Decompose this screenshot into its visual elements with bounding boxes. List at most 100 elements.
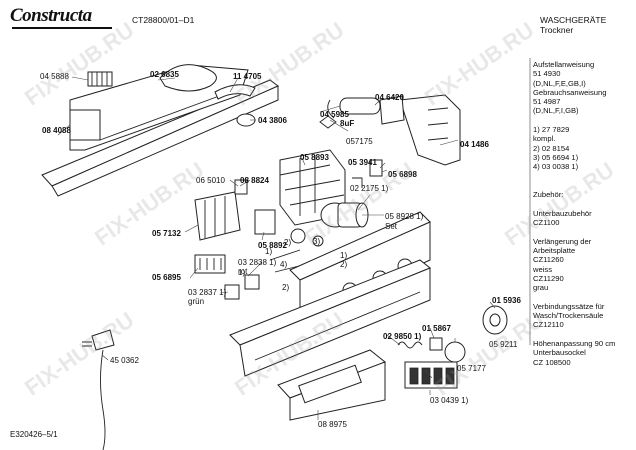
part-label: 02 9850 1) xyxy=(383,332,422,341)
part-label: 04 5888 xyxy=(40,72,69,81)
part-label: 057175 xyxy=(346,137,373,146)
side-panel-line: CZ11290 xyxy=(533,273,564,283)
side-panel-line: Aufstellanweisung xyxy=(533,60,595,69)
part-label: grün xyxy=(188,297,205,306)
side-panel-line: Verlängerung der xyxy=(533,236,592,246)
leader-lines xyxy=(57,76,496,420)
part-label: 04 1486 xyxy=(460,140,489,149)
side-panel-line: Zubehör: xyxy=(533,190,564,200)
part-label: 01 5936 xyxy=(492,296,521,305)
part-label: 03 0439 1) xyxy=(430,396,469,405)
part-label: 3) xyxy=(313,237,321,246)
category-title: WASCHGERÄTE xyxy=(540,15,607,25)
timer-knob-part xyxy=(320,202,369,228)
side-panel-line: 3) 05 6694 1) xyxy=(533,152,579,162)
part-label: 04 5985 xyxy=(320,110,349,119)
part-label: 4) xyxy=(280,260,288,269)
side-panel-line: 1) 27 7829 xyxy=(533,125,570,135)
part-label: 05 8928 1) xyxy=(385,212,424,221)
side-panel-line xyxy=(533,330,615,339)
part-label: 1) xyxy=(265,247,273,256)
part-label: 1) xyxy=(238,268,246,277)
knob-spring-part xyxy=(312,235,324,247)
part-label: 08 8975 xyxy=(318,420,347,429)
part-label: 2) xyxy=(284,238,292,247)
side-panel-line: 51 4930 xyxy=(533,69,561,79)
part-label: 8uF xyxy=(340,119,355,128)
side-panel-line: Arbeitsplatte xyxy=(533,245,576,255)
part-label: 05 7132 xyxy=(152,229,181,238)
side-panel-line: CZ 108500 xyxy=(533,357,571,367)
drawer-handle-part xyxy=(277,349,386,421)
part-label: Set xyxy=(385,222,398,231)
part-label: 05 6898 xyxy=(388,170,417,179)
brand-logo: Constructa xyxy=(10,5,92,26)
side-panel-line: grau xyxy=(533,283,549,293)
button-part xyxy=(429,337,443,351)
part-label: rot xyxy=(238,267,248,276)
switch-small-part xyxy=(234,179,276,235)
model-number: CT28800/01–D1 xyxy=(132,15,195,25)
part-label: 2) xyxy=(340,260,348,269)
part-label: 11 4705 xyxy=(233,72,262,81)
side-panel-line: weiss xyxy=(533,264,552,274)
part-label: 04 6420 xyxy=(375,93,404,102)
switch-block-part xyxy=(194,191,241,241)
side-panel-line: Höhenanpassung 90 cm xyxy=(533,338,616,348)
side-panel-line: CZ12110 xyxy=(533,320,564,330)
control-fascia-part xyxy=(229,259,431,377)
side-panel-line: 2) 02 8154 xyxy=(533,143,570,153)
indicator-lamp-part xyxy=(224,274,260,300)
dial-knob-part xyxy=(482,305,508,335)
side-panel-line: Unterbausockel xyxy=(533,348,586,358)
side-panel-line: (D,NL,F,I,GB) xyxy=(533,106,579,116)
part-label: 02 6835 xyxy=(150,70,179,79)
part-label: 05 8893 xyxy=(300,153,329,162)
holder-part xyxy=(352,177,363,188)
part-label: 06 5010 xyxy=(196,176,225,185)
category-subtitle: Trockner xyxy=(540,25,574,35)
side-panel-line: 51 4987 xyxy=(533,97,561,107)
hose-clip-part xyxy=(214,84,256,100)
part-label: 05 7177 xyxy=(457,364,486,373)
part-label: 05 8892 xyxy=(258,241,287,250)
side-panel-line: CZ11260 xyxy=(533,255,564,265)
relay-part xyxy=(369,159,383,177)
side-panel-line: Gebrauchsanweisung xyxy=(533,87,607,97)
power-cord-part xyxy=(82,329,115,450)
side-panel-line: (D,NL,F,E,GB,I) xyxy=(533,78,586,88)
connector-block-part xyxy=(87,71,113,87)
knob-shaft-part xyxy=(290,228,306,244)
bracket-part xyxy=(379,94,461,166)
part-label: 2) xyxy=(282,283,290,292)
side-panel-line: kompl. xyxy=(533,134,556,144)
part-label: 03 2838 1) xyxy=(238,258,277,267)
side-panel-line: 4) 03 0038 1) xyxy=(533,162,579,172)
clip-part xyxy=(319,115,337,129)
side-panel-line: Unterbauzubehör xyxy=(533,208,592,218)
part-label: 08 8824 xyxy=(240,176,269,185)
drawing-reference: E320426–5/1 xyxy=(10,430,58,439)
part-label: 1) xyxy=(340,251,348,260)
part-label: 03 2837 1) xyxy=(188,288,227,297)
hose-part xyxy=(159,64,217,92)
part-label: 05 3941 xyxy=(348,158,377,167)
spring-part xyxy=(397,341,423,349)
part-label: 02 2175 1) xyxy=(350,184,389,193)
wire-harness-part xyxy=(194,254,226,274)
part-label: 08 4088 xyxy=(42,126,71,135)
brand-underline xyxy=(12,27,112,29)
part-label: 05 6895 xyxy=(152,273,181,282)
push-button-set-part xyxy=(404,361,458,389)
side-panel-line: Verbindungssätze für xyxy=(533,301,605,311)
part-label: 45 0362 xyxy=(110,356,139,365)
side-panel-line xyxy=(533,116,615,125)
part-label: 04 3806 xyxy=(258,116,287,125)
side-panel-line: Wasch/Trockensäule xyxy=(533,311,604,321)
part-label: 05 9211 xyxy=(489,340,518,349)
part-label: 01 5867 xyxy=(422,324,451,333)
side-panel-line xyxy=(533,292,615,301)
side-panel-line: CZ1100 xyxy=(533,218,560,228)
